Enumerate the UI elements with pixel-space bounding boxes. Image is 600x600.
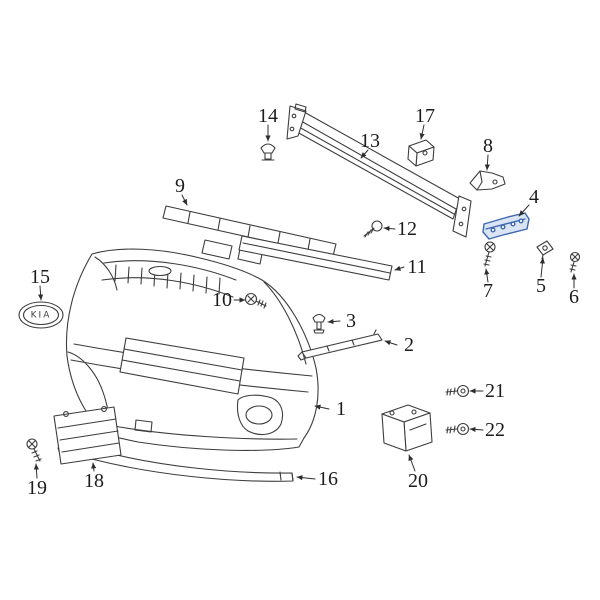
leader-line-5 <box>539 257 546 278</box>
part-8-bracket <box>469 170 506 191</box>
part-18-license-plate-bracket <box>53 406 122 465</box>
leader-line-19 <box>33 463 39 479</box>
part-3-clip <box>312 313 326 334</box>
part-label-20[interactable]: 20 <box>408 470 428 492</box>
part-label-22[interactable]: 22 <box>485 419 505 441</box>
leader-line-4 <box>518 204 530 217</box>
leader-line-2 <box>384 340 398 346</box>
part-7-screw <box>483 241 496 267</box>
part-label-16[interactable]: 16 <box>318 468 338 490</box>
part-label-15[interactable]: 15 <box>30 266 50 288</box>
part-label-7[interactable]: 7 <box>483 280 493 302</box>
part-label-17[interactable]: 17 <box>415 105 435 127</box>
part-label-6[interactable]: 6 <box>569 286 579 308</box>
part-label-3[interactable]: 3 <box>346 310 356 332</box>
part-4-bracket-highlighted[interactable] <box>482 212 530 240</box>
part-label-18[interactable]: 18 <box>84 470 104 492</box>
leader-line-12 <box>383 225 396 232</box>
part-label-4[interactable]: 4 <box>529 186 539 208</box>
part-label-11[interactable]: 11 <box>407 256 426 278</box>
leader-line-16 <box>296 475 316 481</box>
leader-line-18 <box>91 462 97 472</box>
leader-line-17 <box>419 124 425 140</box>
part-label-5[interactable]: 5 <box>536 275 546 297</box>
leader-line-1 <box>314 404 330 410</box>
leader-line-3 <box>327 318 341 325</box>
leader-line-9 <box>181 194 188 206</box>
part-label-14[interactable]: 14 <box>258 105 278 127</box>
leader-line-15 <box>38 285 44 301</box>
part-labels: 1 2 3 4 5 6 7 8 9 10 11 12 13 14 15 16 1… <box>27 105 579 499</box>
part-label-9[interactable]: 9 <box>175 175 185 197</box>
leader-line-20 <box>408 454 416 472</box>
leader-lines <box>33 124 577 481</box>
part-label-12[interactable]: 12 <box>397 218 417 240</box>
part-21-bolt <box>445 384 470 398</box>
leader-line-11 <box>394 265 405 271</box>
part-15-kia-emblem <box>18 301 64 329</box>
leader-line-22 <box>469 426 484 433</box>
part-14-grommet <box>260 143 276 161</box>
part-22-bolt <box>445 422 470 436</box>
part-label-1[interactable]: 1 <box>336 398 346 420</box>
part-10-bolt <box>244 292 267 309</box>
part-6-screw <box>569 251 581 273</box>
part-label-10[interactable]: 10 <box>212 289 232 311</box>
part-17-sensor-bracket <box>407 139 435 167</box>
part-11-absorber <box>238 235 393 281</box>
diagram-art <box>18 103 581 482</box>
leader-line-13 <box>360 149 369 159</box>
part-label-13[interactable]: 13 <box>360 130 380 152</box>
part-12-bolt <box>363 220 383 238</box>
part-9-energy-absorber <box>162 205 337 265</box>
part-5-clip-nut <box>536 240 554 260</box>
kia-emblem-text: KIA <box>31 311 52 321</box>
part-label-19[interactable]: 19 <box>27 477 47 499</box>
part-19-screw <box>26 438 42 462</box>
leader-line-7 <box>484 268 490 283</box>
part-13-impact-bar <box>286 103 472 238</box>
part-label-2[interactable]: 2 <box>404 334 414 356</box>
part-2-side-bracket <box>297 329 383 361</box>
part-20-air-duct-bracket <box>381 404 433 452</box>
leader-line-8 <box>484 154 490 171</box>
part-label-8[interactable]: 8 <box>483 135 493 157</box>
part-label-21[interactable]: 21 <box>485 380 505 402</box>
